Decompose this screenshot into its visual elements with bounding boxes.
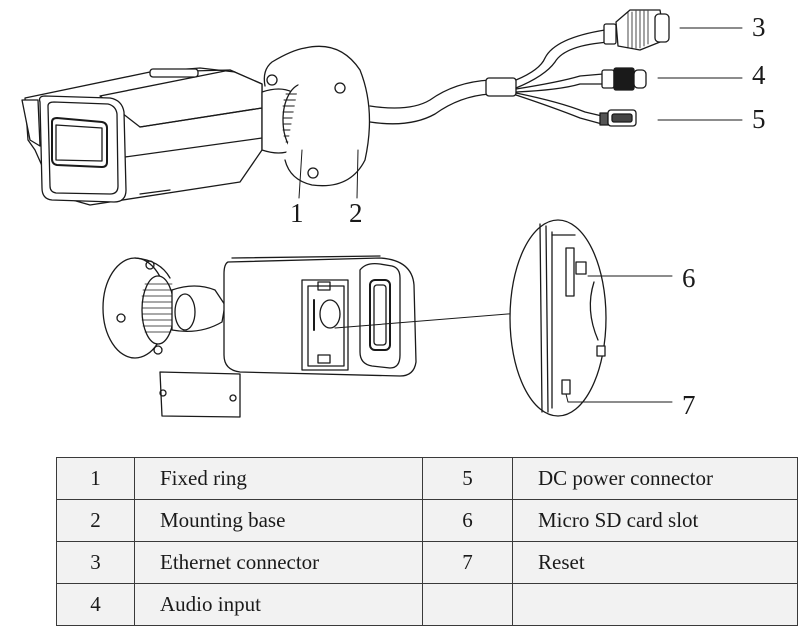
- table-row: 2 Mounting base 6 Micro SD card slot: [56, 499, 798, 542]
- callout-2: 2: [349, 198, 363, 228]
- part-number: 1: [56, 457, 135, 500]
- callout-3: 3: [752, 12, 766, 42]
- part-number: 7: [422, 541, 513, 584]
- callout-6: 6: [682, 263, 696, 293]
- callout-7: 7: [682, 390, 696, 420]
- part-description: Fixed ring: [134, 457, 423, 500]
- part-number: 4: [56, 583, 135, 626]
- part-description: Audio input: [134, 583, 423, 626]
- part-description: [512, 583, 798, 626]
- bullet-camera-assembled: [21, 9, 743, 206]
- table-row: 1 Fixed ring 5 DC power connector: [56, 457, 798, 500]
- part-number: 5: [422, 457, 513, 500]
- callout-1: 1: [290, 198, 304, 228]
- part-description: DC power connector: [512, 457, 798, 500]
- bullet-camera-open: [102, 219, 673, 418]
- part-description: Ethernet connector: [134, 541, 423, 584]
- part-description: Micro SD card slot: [512, 499, 798, 542]
- camera-diagram: 1 2 3 4 5 6 7: [21, 9, 766, 420]
- parts-table: 1 Fixed ring 5 DC power connector 2 Moun…: [56, 457, 798, 626]
- table-row: 3 Ethernet connector 7 Reset: [56, 541, 798, 584]
- part-description: Reset: [512, 541, 798, 584]
- callout-5: 5: [752, 104, 766, 134]
- camera-diagram-svg: [21, 9, 743, 418]
- callout-4: 4: [752, 60, 766, 90]
- part-number: [422, 583, 513, 626]
- part-number: 3: [56, 541, 135, 584]
- part-number: 6: [422, 499, 513, 542]
- part-description: Mounting base: [134, 499, 423, 542]
- part-number: 2: [56, 499, 135, 542]
- table-row: 4 Audio input: [56, 583, 798, 626]
